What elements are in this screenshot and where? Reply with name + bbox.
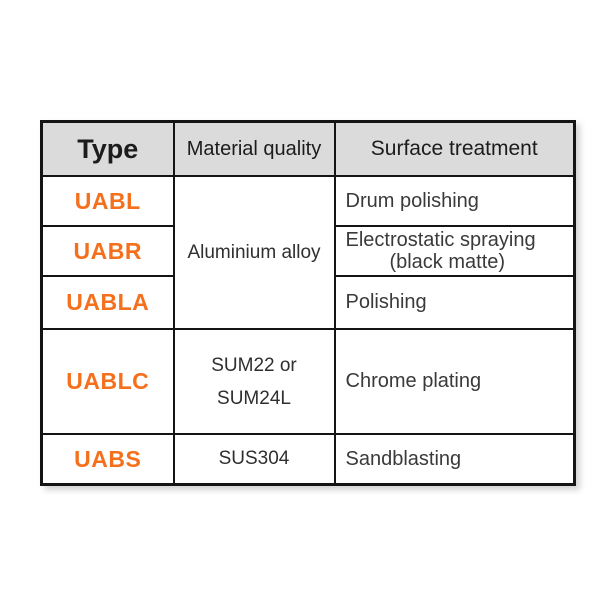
header-surface-treatment: Surface treatment bbox=[333, 120, 576, 177]
cell-type-uabla: UABLA bbox=[40, 275, 175, 330]
cell-material-sum22-sum24l: SUM22 or SUM24L bbox=[172, 328, 336, 435]
table-row: UABS SUS304 Sandblasting bbox=[40, 433, 576, 486]
cell-surface-chrome-plating: Chrome plating bbox=[333, 328, 576, 435]
cell-type-uabl: UABL bbox=[40, 175, 175, 227]
surface-line-1: Electrostatic spraying bbox=[345, 229, 536, 251]
table-row: UABR Electrostatic spraying (black matte… bbox=[40, 225, 576, 277]
header-material-quality: Material quality bbox=[172, 120, 336, 177]
cell-surface-sandblasting: Sandblasting bbox=[333, 433, 576, 486]
table-row: UABLC SUM22 or SUM24L Chrome plating bbox=[40, 328, 576, 435]
cell-material-aluminium-alloy: Aluminium alloy bbox=[172, 175, 336, 330]
cell-type-uabr: UABR bbox=[40, 225, 175, 277]
cell-material-sus304: SUS304 bbox=[172, 433, 336, 486]
table-row: UABLA Polishing bbox=[40, 275, 576, 330]
cell-type-uabs: UABS bbox=[40, 433, 175, 486]
cell-surface-polishing: Polishing bbox=[333, 275, 576, 330]
header-type: Type bbox=[40, 120, 175, 177]
table-row: UABL Aluminium alloy Drum polishing bbox=[40, 175, 576, 330]
material-line-1: SUM22 or bbox=[211, 354, 297, 376]
cell-surface-drum-polishing: Drum polishing bbox=[333, 175, 576, 227]
cell-type-uablc: UABLC bbox=[40, 328, 175, 435]
surface-line-2: (black matte) bbox=[389, 251, 506, 273]
header-row: Type Material quality Surface treatment bbox=[40, 120, 576, 177]
cell-surface-electrostatic-spraying: Electrostatic spraying (black matte) bbox=[333, 225, 576, 277]
material-line-2: SUM24L bbox=[217, 387, 291, 409]
spec-table: Type Material quality Surface treatment … bbox=[40, 120, 576, 486]
